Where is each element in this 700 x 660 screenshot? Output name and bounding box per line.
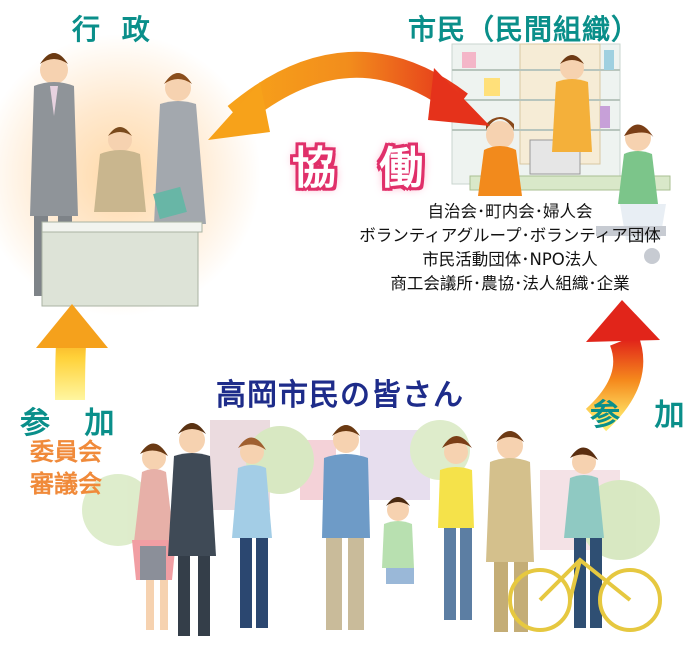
organization-item: 市民活動団体･NPO法人 [422,250,598,269]
organization-item: ボランティアグループ･ボランティア団体 [359,226,661,245]
citizens-crowd [132,423,662,636]
participate-left-label: 参 加 [20,406,127,441]
citizens-center-title: 高岡市民の皆さん [216,378,464,413]
government-label: 行 政 [72,13,156,46]
collaboration-label: 協 働 [292,143,438,194]
government-scene [30,53,206,307]
participate-right-label: 参 加 [590,398,697,433]
participate-left-arrow [36,304,108,401]
citizens-office-scene [451,43,671,264]
committee-label: 委員会 [30,438,102,466]
organization-list: 自治会･町内会･婦人会 ボランティアグループ･ボランティア団体 市民活動団体･N… [330,200,690,296]
organization-item: 自治会･町内会･婦人会 [427,202,593,221]
participate-right-arrow [585,300,660,432]
citizens-label: 市民（民間組織） [408,13,641,46]
town-background [82,420,660,560]
organization-item: 商工会議所･農協･法人組織･企業 [390,274,630,293]
committee-labels: 委員会 審議会 [30,436,102,500]
council-label: 審議会 [30,470,102,498]
collaboration-arrow [208,51,490,140]
